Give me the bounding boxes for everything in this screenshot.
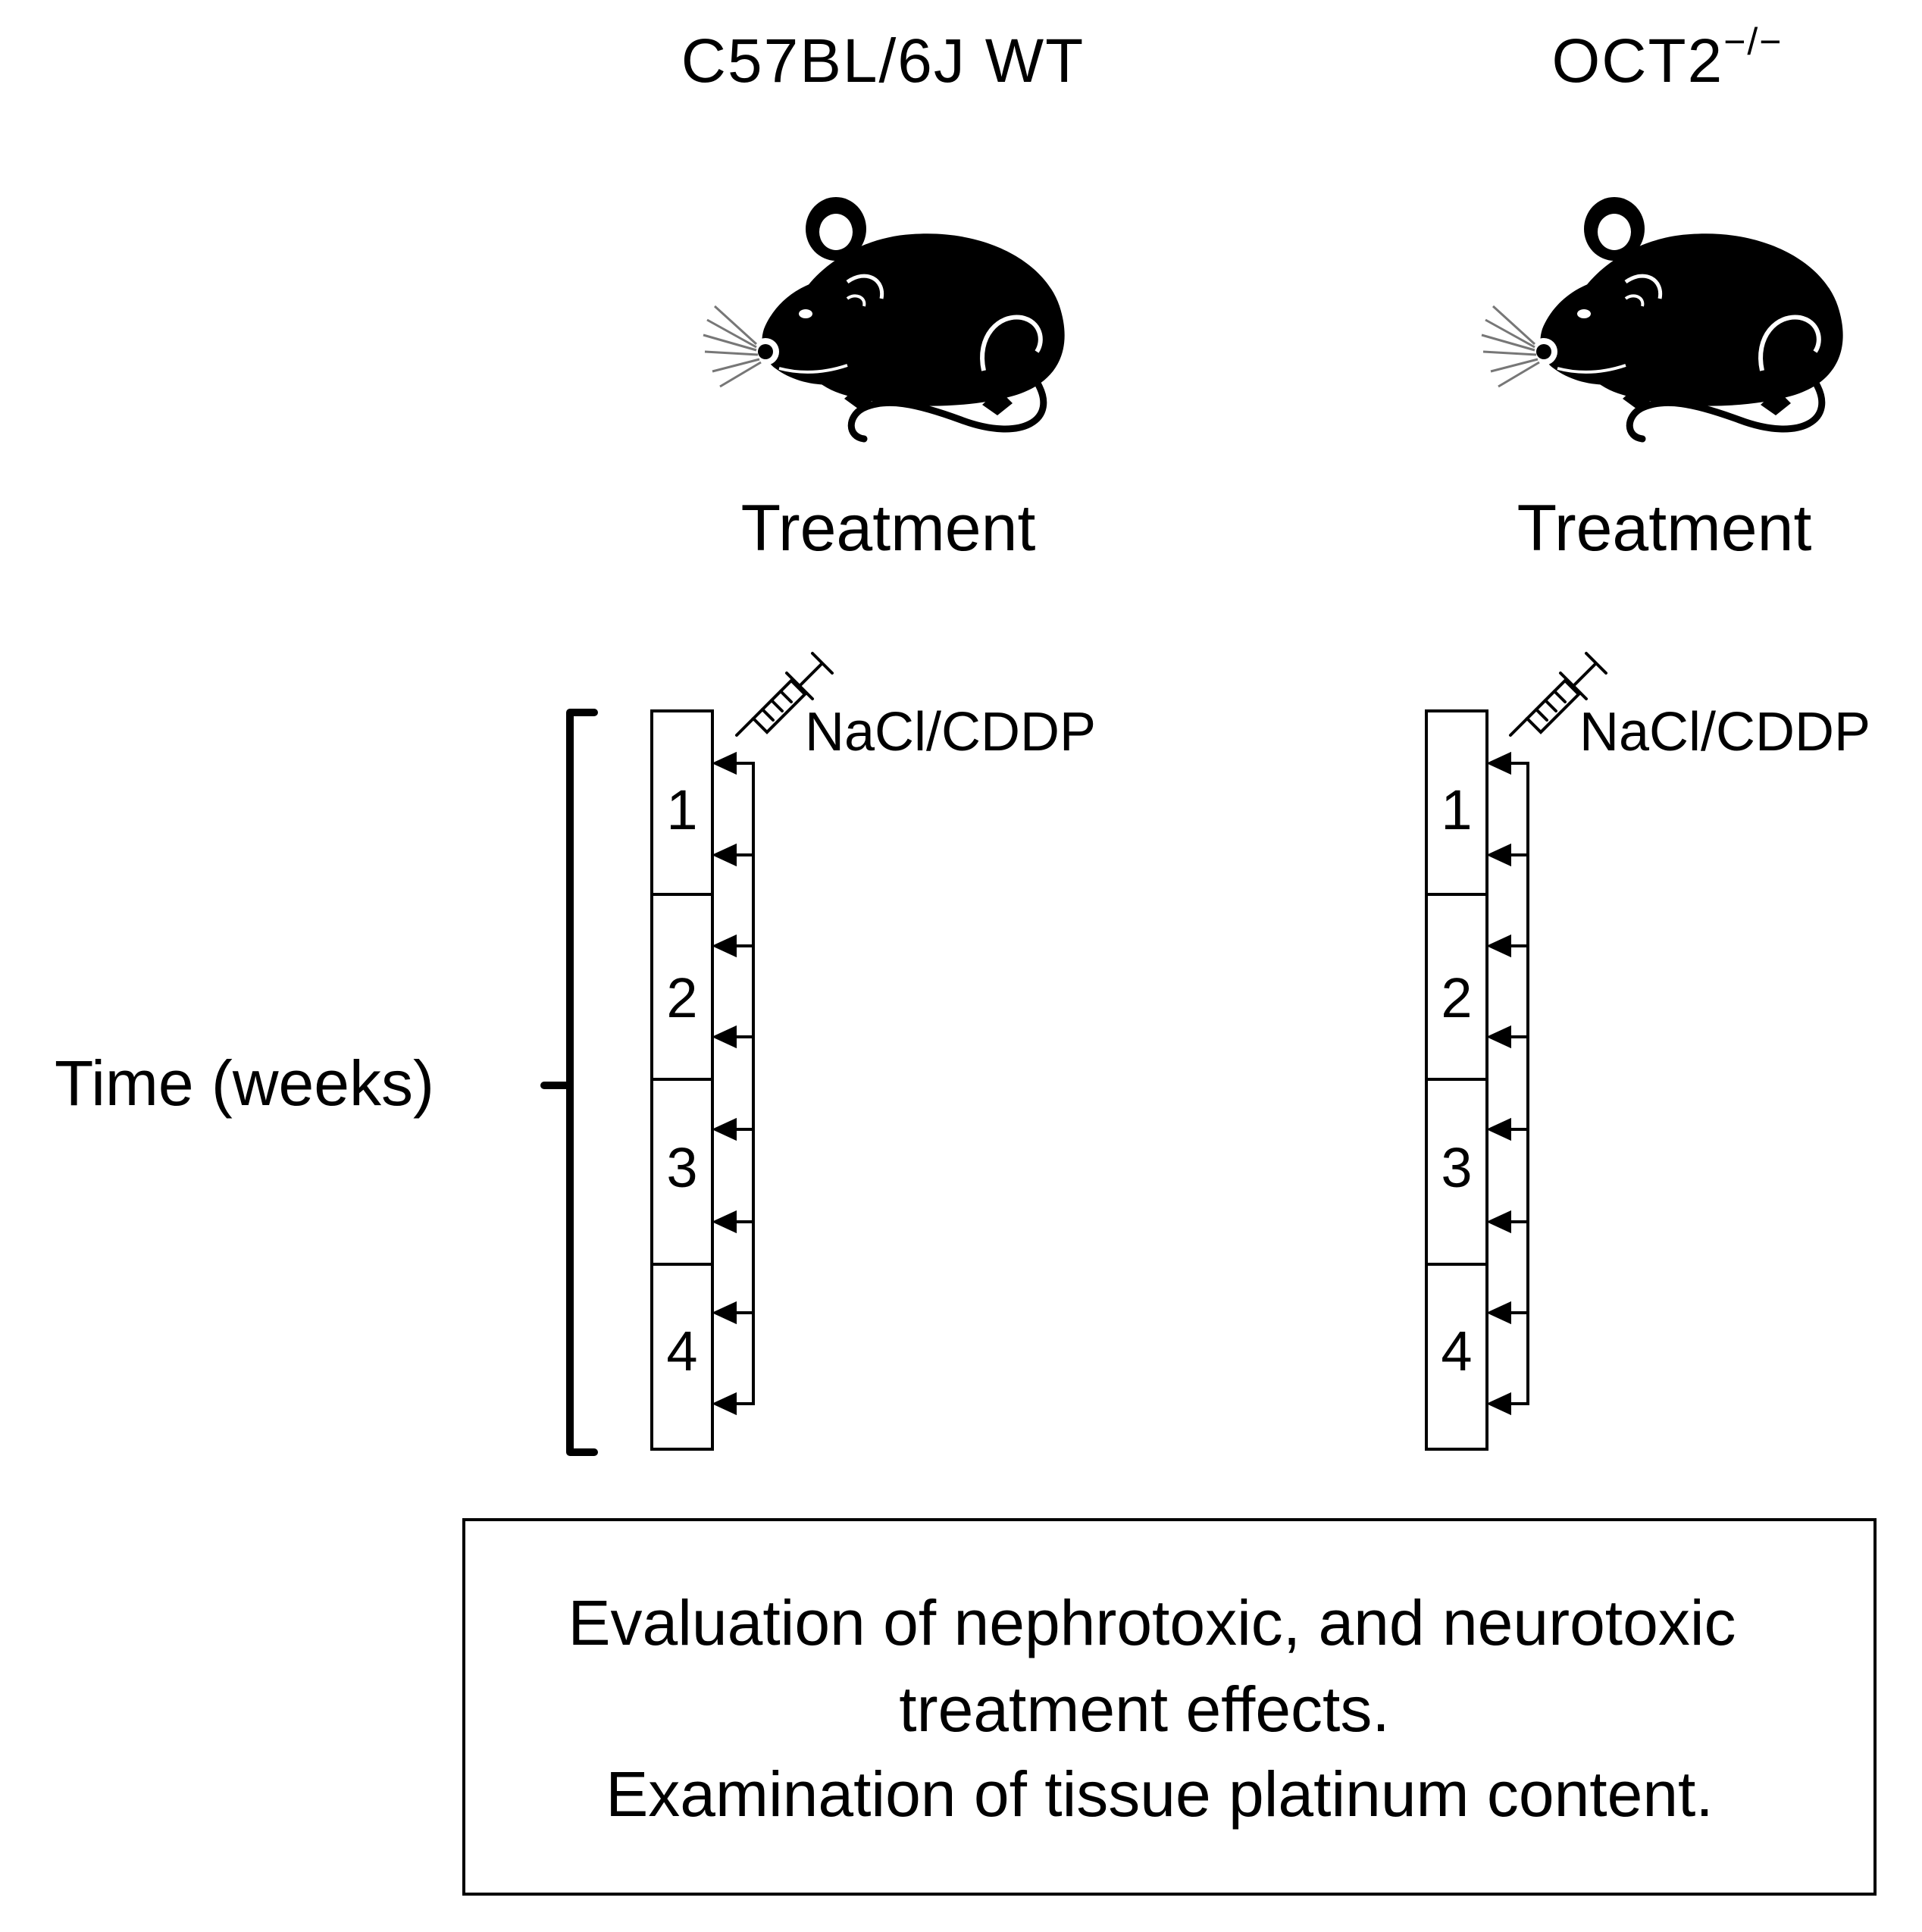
drug-label-oct2: NaCl/CDDP <box>1579 702 1870 762</box>
injection-arrow <box>714 1393 753 1414</box>
week-column-wt <box>650 709 714 1451</box>
injection-timeline-wt <box>714 753 755 1414</box>
time-axis-label: Time (weeks) <box>55 1047 434 1119</box>
injection-arrow <box>714 1302 753 1323</box>
week-box <box>650 1263 714 1451</box>
summary-line-1: Evaluation of nephrotoxic, and neurotoxi… <box>568 1587 1736 1658</box>
drug-label-wt: NaCl/CDDP <box>805 702 1096 762</box>
week-label: 1 <box>1441 778 1472 841</box>
group-oct2-knockout: OCT2−/− Treatment NaCl/CDDP 1 2 3 4 <box>1425 20 1870 1451</box>
injection-arrow <box>714 844 753 866</box>
injection-arrow <box>714 753 753 774</box>
mouse-icon <box>703 197 1065 439</box>
week-label: 2 <box>666 966 697 1029</box>
week-box <box>1425 1263 1488 1451</box>
injection-arrow <box>714 1119 753 1140</box>
week-label: 1 <box>666 778 697 841</box>
injection-arrow <box>1488 935 1528 957</box>
time-bracket <box>540 709 598 1456</box>
injection-arrow <box>1488 753 1528 774</box>
week-label: 4 <box>1441 1320 1472 1382</box>
week-label: 2 <box>1441 966 1472 1029</box>
week-column-oct2 <box>1425 709 1488 1451</box>
injection-arrow <box>714 935 753 957</box>
group-title-wt: C57BL/6J WT <box>681 27 1085 96</box>
week-box <box>650 709 714 896</box>
superscript-genotype: −/− <box>1723 20 1783 63</box>
week-label: 3 <box>1441 1136 1472 1199</box>
injection-arrow <box>1488 844 1528 866</box>
week-label: 3 <box>666 1136 697 1199</box>
summary-line-2: treatment effects. <box>899 1674 1389 1745</box>
injection-timeline-oct2 <box>1488 753 1529 1414</box>
treatment-label-wt: Treatment <box>741 492 1036 565</box>
summary-line-3: Examination of tissue platinum content. <box>606 1758 1713 1830</box>
treatment-label-oct2: Treatment <box>1517 492 1812 565</box>
injection-arrow <box>1488 1119 1528 1140</box>
group-wt: C57BL/6J WT Treatment NaCl/CDDP 1 2 3 4 <box>650 27 1096 1451</box>
week-box <box>1425 1078 1488 1266</box>
injection-arrow <box>714 1026 753 1047</box>
week-box <box>650 893 714 1081</box>
mouse-icon <box>1482 197 1843 439</box>
group-title-oct2: OCT2−/− <box>1552 20 1783 96</box>
summary-box: Evaluation of nephrotoxic, and neurotoxi… <box>462 1518 1877 1896</box>
injection-arrow <box>714 1211 753 1232</box>
injection-arrow <box>1488 1211 1528 1232</box>
week-label: 4 <box>666 1320 697 1382</box>
injection-arrow <box>1488 1393 1528 1414</box>
injection-arrow <box>1488 1302 1528 1323</box>
injection-arrow <box>1488 1026 1528 1047</box>
